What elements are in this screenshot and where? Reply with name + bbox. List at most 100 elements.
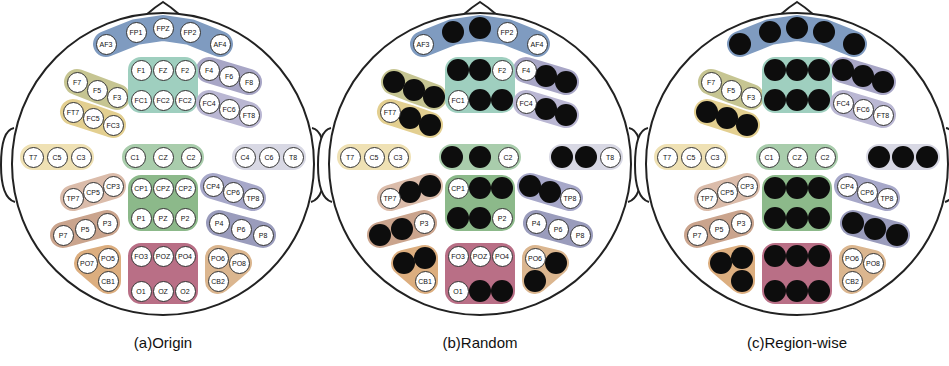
electrode-label: T7 — [29, 154, 37, 161]
electrode-circle: FO3 — [448, 246, 469, 267]
masked-electrode — [383, 71, 405, 93]
electrode-label: PO4 — [495, 253, 509, 260]
electrode-circle: F7 — [67, 72, 88, 93]
masked-electrode — [491, 280, 513, 302]
electrode-circle: P8 — [253, 225, 274, 246]
electrode-circle: CP1 — [448, 178, 469, 199]
electrode-label: C5 — [687, 154, 696, 161]
masked-electrode — [441, 146, 463, 168]
masked-electrode — [808, 207, 830, 229]
masked-electrode — [808, 245, 830, 267]
electrode-label: P2 — [181, 215, 190, 222]
masked-electrode — [729, 33, 751, 55]
electrode-label: F8 — [245, 79, 253, 86]
masked-electrode — [716, 107, 738, 129]
electrode-circle: P2 — [492, 208, 513, 229]
masked-electrode — [535, 65, 557, 87]
electrode-circle: P8 — [570, 225, 591, 246]
masked-electrode — [842, 212, 864, 234]
electrode-label: PO6 — [528, 255, 542, 262]
electrode-circle: T7 — [340, 147, 361, 168]
electrode-circle: C2 — [181, 147, 202, 168]
electrode-circle: CP5 — [83, 182, 104, 203]
electrode-circle: FC4 — [833, 93, 854, 114]
electrode-label: OZ — [158, 288, 168, 295]
masked-electrode — [759, 21, 781, 43]
masked-electrode — [786, 177, 808, 199]
electrode-circle: C2 — [498, 147, 519, 168]
electrode-label: C3 — [77, 154, 86, 161]
electrode-circle: CP6 — [857, 182, 878, 203]
electrode-label: F2 — [181, 67, 189, 74]
masked-electrode — [469, 89, 491, 111]
electrode-circle: C5 — [681, 147, 702, 168]
electrode-label: FT8 — [877, 112, 889, 119]
electrode-label: AF4 — [531, 41, 544, 48]
electrode-label: C1 — [765, 154, 774, 161]
electrode-circle: F4 — [516, 60, 537, 81]
electrode-circle: CB2 — [842, 271, 863, 292]
electrode-label: F1 — [137, 67, 145, 74]
electrode-label: CB2 — [845, 278, 859, 285]
electrode-label: FC6 — [222, 106, 235, 113]
masked-electrode — [864, 218, 886, 240]
electrode-circle: P5 — [709, 219, 730, 240]
masked-electrode — [786, 17, 808, 39]
electrode-circle: P4 — [526, 213, 547, 234]
electrode-label: F6 — [225, 73, 233, 80]
electrode-circle: FC3 — [103, 115, 124, 136]
masked-electrode — [808, 177, 830, 199]
electrode-label: CP3 — [740, 183, 754, 190]
electrode-circle: FC6 — [219, 99, 240, 120]
electrode-label: P7 — [693, 232, 702, 239]
electrode-label: FC1 — [451, 97, 464, 104]
masked-electrode — [764, 177, 786, 199]
electrode-label: PO6 — [211, 255, 225, 262]
electrode-circle: T8 — [600, 147, 621, 168]
masked-electrode — [491, 89, 513, 111]
electrode-circle: T7 — [657, 147, 678, 168]
electrode-label: T7 — [346, 154, 354, 161]
electrode-circle: OZ — [153, 281, 174, 302]
electrode-circle: PO5 — [98, 248, 119, 269]
electrode-label: P4 — [215, 220, 224, 227]
electrode-label: C2 — [187, 154, 196, 161]
electrode-circle: AF3 — [96, 34, 117, 55]
electrode-label: CP1 — [134, 185, 148, 192]
masked-electrode — [736, 114, 758, 136]
electrode-label: P8 — [576, 232, 585, 239]
electrode-circle: CP3 — [737, 176, 758, 197]
electrode-label: P8 — [259, 232, 268, 239]
electrode-circle: P6 — [548, 219, 569, 240]
electrode-label: C3 — [711, 154, 720, 161]
electrode-label: FZ — [159, 67, 168, 74]
electrode-label: F4 — [205, 67, 213, 74]
masked-electrode — [764, 207, 786, 229]
electrode-circle: C3 — [388, 147, 409, 168]
masked-electrode — [545, 252, 567, 274]
electrode-circle: P3 — [731, 213, 752, 234]
electrode-label: PO8 — [232, 260, 246, 267]
masked-electrode — [843, 33, 865, 55]
electrode-circle: CP2 — [175, 178, 196, 199]
electrode-circle: CP4 — [203, 176, 224, 197]
electrode-label: T8 — [606, 154, 614, 161]
electrode-circle: P7 — [687, 225, 708, 246]
electrode-circle: TP7 — [697, 188, 718, 209]
electrode-label: FC5 — [86, 115, 99, 122]
electrode-circle: P6 — [231, 219, 252, 240]
electrode-circle: P4 — [209, 213, 230, 234]
electrode-label: AF3 — [100, 41, 113, 48]
electrode-circle: CB1 — [415, 271, 436, 292]
head-panel — [1, 2, 325, 315]
electrode-label: CP4 — [840, 183, 854, 190]
electrode-circle: PO4 — [175, 246, 196, 267]
electrode-label: FP2 — [184, 29, 197, 36]
electrode-label: T8 — [289, 154, 297, 161]
electrode-circle: POZ — [153, 246, 174, 267]
electrode-label: PO4 — [178, 253, 192, 260]
masked-electrode — [852, 65, 874, 87]
electrode-label: FC4 — [519, 100, 532, 107]
electrode-label: AF4 — [214, 41, 227, 48]
